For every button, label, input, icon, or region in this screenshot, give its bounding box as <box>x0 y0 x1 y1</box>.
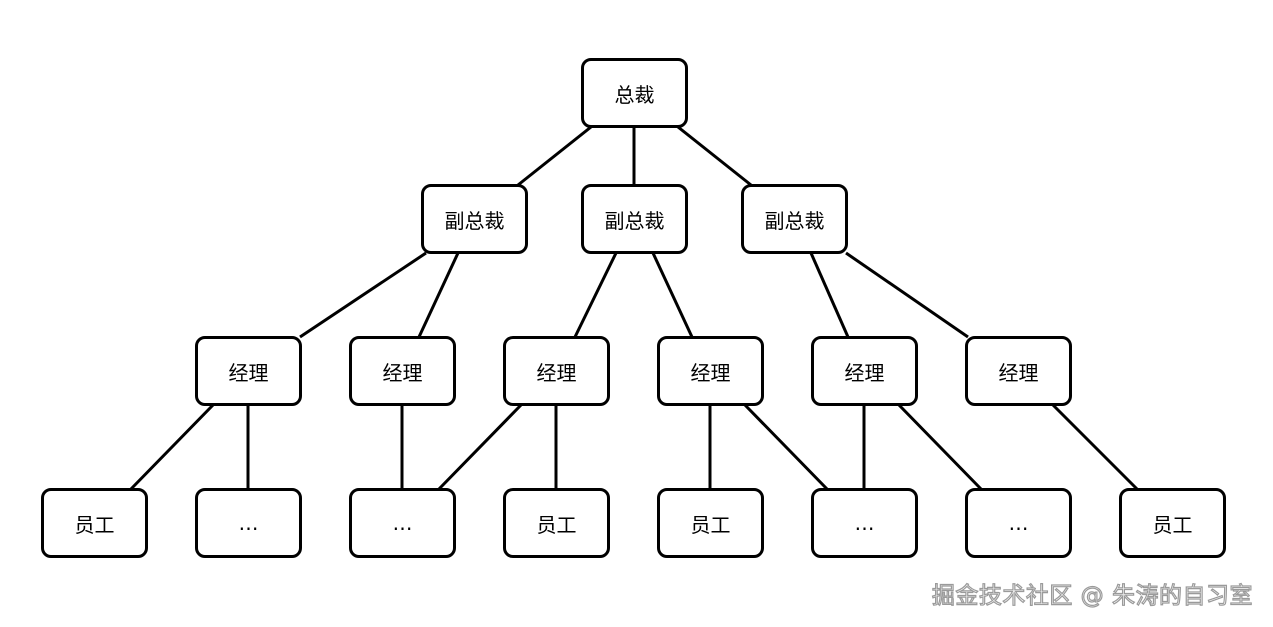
edge-v3-m5 <box>809 252 850 338</box>
node-manager-6: 经理 <box>965 336 1072 406</box>
node-president: 总裁 <box>581 58 688 128</box>
node-vice-president-2: 副总裁 <box>581 184 688 254</box>
node-manager-2: 经理 <box>349 336 456 406</box>
edge-v3-m6 <box>845 251 969 339</box>
node-manager-3: 经理 <box>503 336 610 406</box>
node-employee-7: … <box>965 488 1072 558</box>
node-employee-2: … <box>195 488 302 558</box>
node-manager-4: 经理 <box>657 336 764 406</box>
node-vice-president-3: 副总裁 <box>741 184 848 254</box>
edge-m4-e6 <box>743 403 829 491</box>
edge-n0-v1 <box>517 125 592 187</box>
node-vice-president-1: 副总裁 <box>421 184 528 254</box>
node-employee-1: 员工 <box>41 488 148 558</box>
node-manager-5: 经理 <box>811 336 918 406</box>
edge-n0-v3 <box>677 125 752 187</box>
edge-m5-e7 <box>897 403 983 491</box>
edge-m1-e1 <box>129 403 215 491</box>
node-employee-4: 员工 <box>503 488 610 558</box>
edge-v2-m3 <box>573 252 618 338</box>
edge-v1-m1 <box>299 251 427 339</box>
edge-m6-e8 <box>1051 403 1139 491</box>
node-manager-1: 经理 <box>195 336 302 406</box>
node-employee-8: 员工 <box>1119 488 1226 558</box>
edge-m3-e3 <box>437 403 523 491</box>
node-employee-3: … <box>349 488 456 558</box>
node-employee-6: … <box>811 488 918 558</box>
edge-v2-m4 <box>651 252 694 338</box>
edge-v1-m2 <box>417 252 460 338</box>
watermark: 掘金技术社区 @ 朱涛的自习室 <box>931 582 1253 609</box>
node-employee-5: 员工 <box>657 488 764 558</box>
